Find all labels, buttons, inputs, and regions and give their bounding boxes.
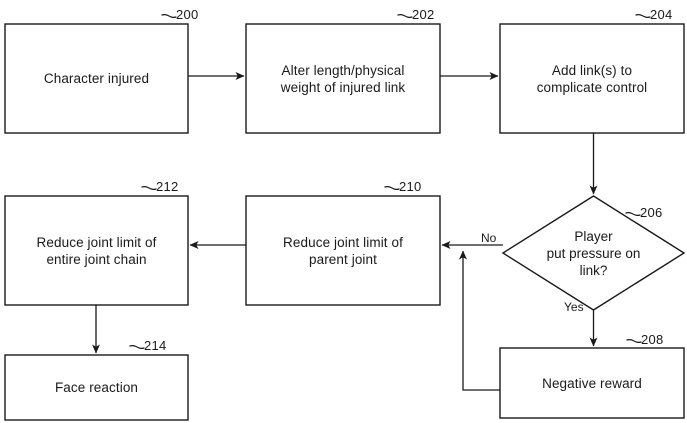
node-box-208 bbox=[499, 347, 685, 419]
ref-numeral-214: 214 bbox=[144, 338, 167, 353]
node-box-210 bbox=[245, 195, 441, 306]
ref-numeral-210: 210 bbox=[399, 179, 422, 194]
node-label-206: Player put pressure on link? bbox=[546, 228, 641, 278]
ref-numeral-202: 202 bbox=[412, 7, 435, 22]
ref-numeral-212: 212 bbox=[156, 179, 179, 194]
node-box-212 bbox=[4, 195, 189, 306]
node-box-202 bbox=[245, 23, 441, 134]
leader-line-206 bbox=[625, 211, 641, 217]
ref-numeral-208: 208 bbox=[641, 332, 664, 347]
leader-line-204 bbox=[635, 13, 651, 19]
leader-line-208 bbox=[626, 338, 642, 344]
node-box-204 bbox=[499, 23, 685, 134]
leader-line-202 bbox=[397, 13, 413, 19]
leader-line-200 bbox=[161, 13, 177, 19]
leader-line-212 bbox=[141, 185, 157, 191]
edge-label-no: No bbox=[481, 231, 497, 245]
node-box-214 bbox=[4, 354, 189, 421]
ref-numeral-206: 206 bbox=[640, 205, 663, 220]
ref-numeral-200: 200 bbox=[176, 7, 199, 22]
leader-line-210 bbox=[384, 185, 400, 191]
ref-numeral-204: 204 bbox=[650, 7, 673, 22]
edge-label-yes: Yes bbox=[564, 300, 584, 314]
connector-208-feedback-loop bbox=[459, 250, 500, 391]
leader-line-214 bbox=[129, 344, 145, 350]
node-box-200 bbox=[4, 23, 189, 134]
